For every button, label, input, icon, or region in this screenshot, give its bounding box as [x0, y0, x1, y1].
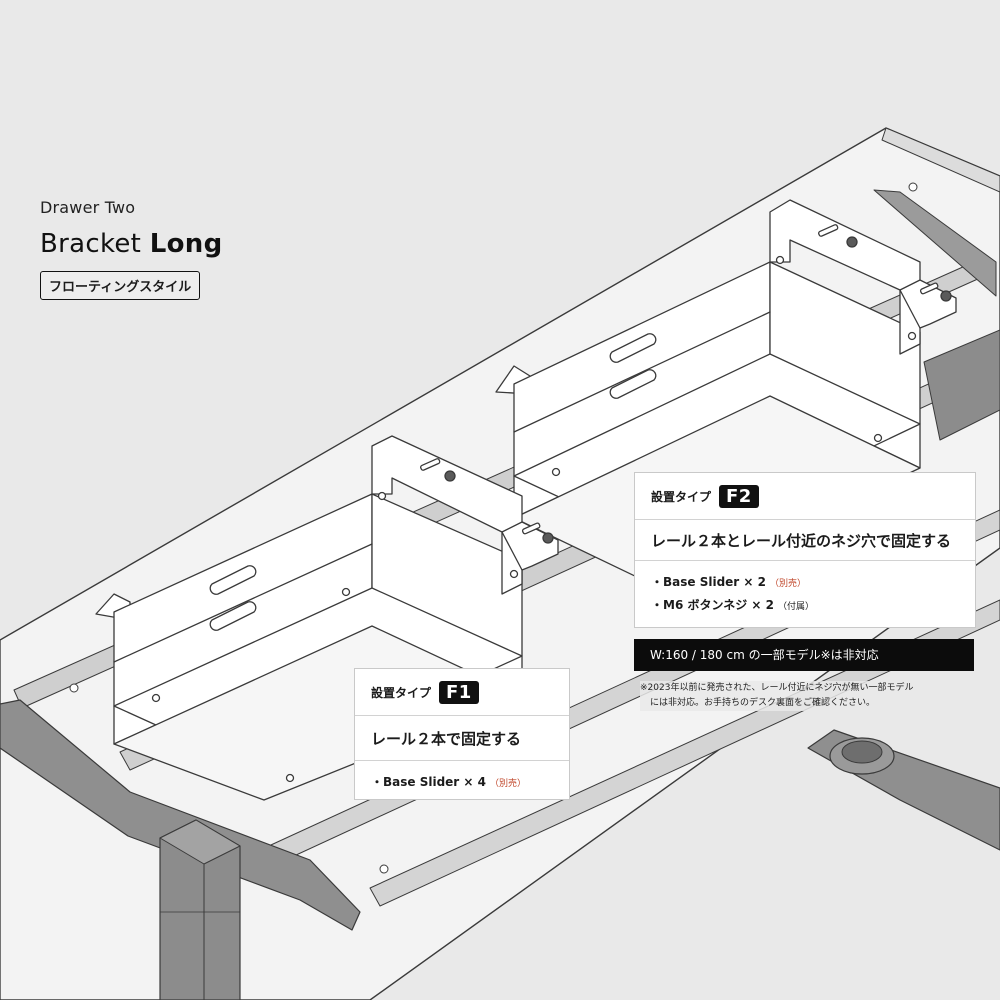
list-item: ・M6 ボタンネジ × 2 （付属）: [651, 594, 959, 617]
part-text: ・M6 ボタンネジ × 2: [651, 598, 774, 612]
compatibility-note: ※2023年以前に発売された、レール付近にネジ穴が無い一部モデル には非対応。お…: [640, 681, 976, 711]
desk-edge: [881, 127, 1000, 193]
screw-hole: [379, 864, 389, 874]
product-title: Bracket Long: [40, 229, 223, 259]
part-note: （付属）: [778, 602, 815, 612]
parts-list: ・Base Slider × 4（別売）: [355, 761, 569, 794]
part-note: （別売）: [489, 779, 526, 789]
parts-list: ・Base Slider × 2（別売） ・M6 ボタンネジ × 2 （付属）: [635, 561, 975, 617]
left-leg-frame: [0, 699, 361, 931]
part-note: （別売）: [769, 579, 806, 589]
note-line: には非対応。お手持ちのデスク裏面をご確認ください。: [650, 698, 876, 708]
install-type-label: 設置タイプ: [371, 685, 432, 700]
style-tag: フローティングスタイル: [40, 271, 201, 300]
card-header: 設置タイプ F2: [635, 473, 975, 520]
install-description: レール２本とレール付近のネジ穴で固定する: [635, 520, 975, 561]
install-type-f2-card: 設置タイプ F2 レール２本とレール付近のネジ穴で固定する ・Base Slid…: [634, 472, 976, 628]
part-text: ・Base Slider × 2: [651, 575, 766, 589]
title-block: Drawer Two Bracket Long フローティングスタイル: [40, 198, 223, 300]
install-type-badge: F1: [439, 680, 479, 704]
list-item: ・Base Slider × 4（別売）: [371, 771, 553, 794]
back-leg-frame: [873, 189, 997, 297]
install-type-f1-card: 設置タイプ F1 レール２本で固定する ・Base Slider × 4（別売）: [354, 668, 570, 800]
list-item: ・Base Slider × 2（別売）: [651, 571, 959, 594]
install-type-badge: F2: [719, 484, 759, 508]
card-header: 設置タイプ F1: [355, 669, 569, 716]
screw-hole: [908, 182, 918, 192]
compatibility-warning-bar: W:160 / 180 cm の一部モデル※は非対応: [634, 639, 974, 671]
install-type-label: 設置タイプ: [651, 489, 712, 504]
part-text: ・Base Slider × 4: [371, 775, 486, 789]
rear-motor-box: [923, 329, 1000, 441]
install-description: レール２本で固定する: [355, 716, 569, 761]
title-regular: Bracket: [40, 229, 142, 259]
title-bold: Long: [149, 229, 223, 259]
note-line: ※2023年以前に発売された、レール付近にネジ穴が無い一部モデル: [640, 683, 914, 693]
product-subtitle: Drawer Two: [40, 198, 136, 217]
screw-hole: [69, 683, 79, 693]
